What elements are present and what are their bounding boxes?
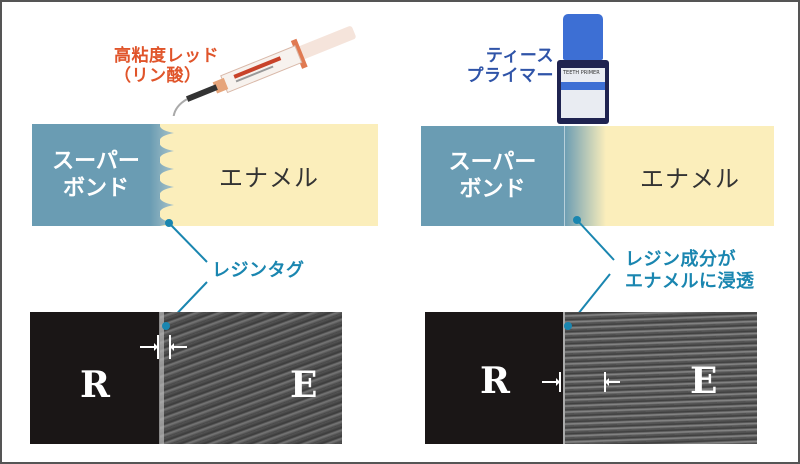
sem-interface [159, 312, 164, 444]
interface-line [564, 126, 565, 226]
product-label-line1: 高粘度レッド [114, 46, 219, 66]
sem-resin-area [30, 312, 162, 444]
enamel-block: エナメル [606, 126, 774, 226]
superbond-resin-block: スーパー ボンド [421, 126, 564, 226]
sem-resin-area [425, 312, 563, 444]
sem-overlay [140, 322, 187, 359]
bottle-label-text: TEETH PRIMER [563, 70, 600, 76]
product-label-line1: ティース [485, 46, 554, 66]
teeth-primer-label: ティース プライマー [454, 46, 554, 86]
resin-tag-callout: レジンタグ [212, 260, 305, 281]
syringe-icon [172, 26, 356, 116]
callout-line2: エナメルに浸透 [625, 271, 755, 292]
infiltration-callout: レジン成分が エナメルに浸透 [625, 249, 755, 293]
infiltration-gradient [564, 126, 606, 226]
resin-label-line1: スーパー [52, 149, 140, 174]
phosphoric-acid-label: 高粘度レッド （リン酸） [114, 46, 219, 86]
enamel-label: エナメル [640, 164, 740, 193]
sem-letter-enamel: E [290, 364, 318, 406]
callout-line1: レジン成分が [625, 249, 736, 270]
resin-label-line2: ボンド [459, 177, 526, 202]
superbond-resin-block: スーパー ボンド [32, 124, 160, 226]
resin-label-line1: スーパー [448, 150, 537, 175]
enamel-label: エナメル [219, 163, 319, 192]
sem-letter-resin: R [480, 360, 510, 402]
sem-letter-enamel: E [690, 360, 718, 402]
primer-bottle-icon: TEETH PRIMER [557, 14, 609, 124]
enamel-block: エナメル [160, 124, 378, 226]
sem-enamel-texture [565, 312, 757, 444]
sem-interface [563, 312, 565, 444]
resin-label-line2: ボンド [62, 176, 129, 201]
sem-overlay [542, 322, 620, 392]
product-label-line2: （リン酸） [114, 66, 202, 86]
sem-enamel-texture [160, 312, 342, 444]
resin-tag-teeth [150, 124, 174, 226]
product-label-line2: プライマー [466, 66, 554, 86]
sem-letter-resin: R [80, 364, 110, 406]
